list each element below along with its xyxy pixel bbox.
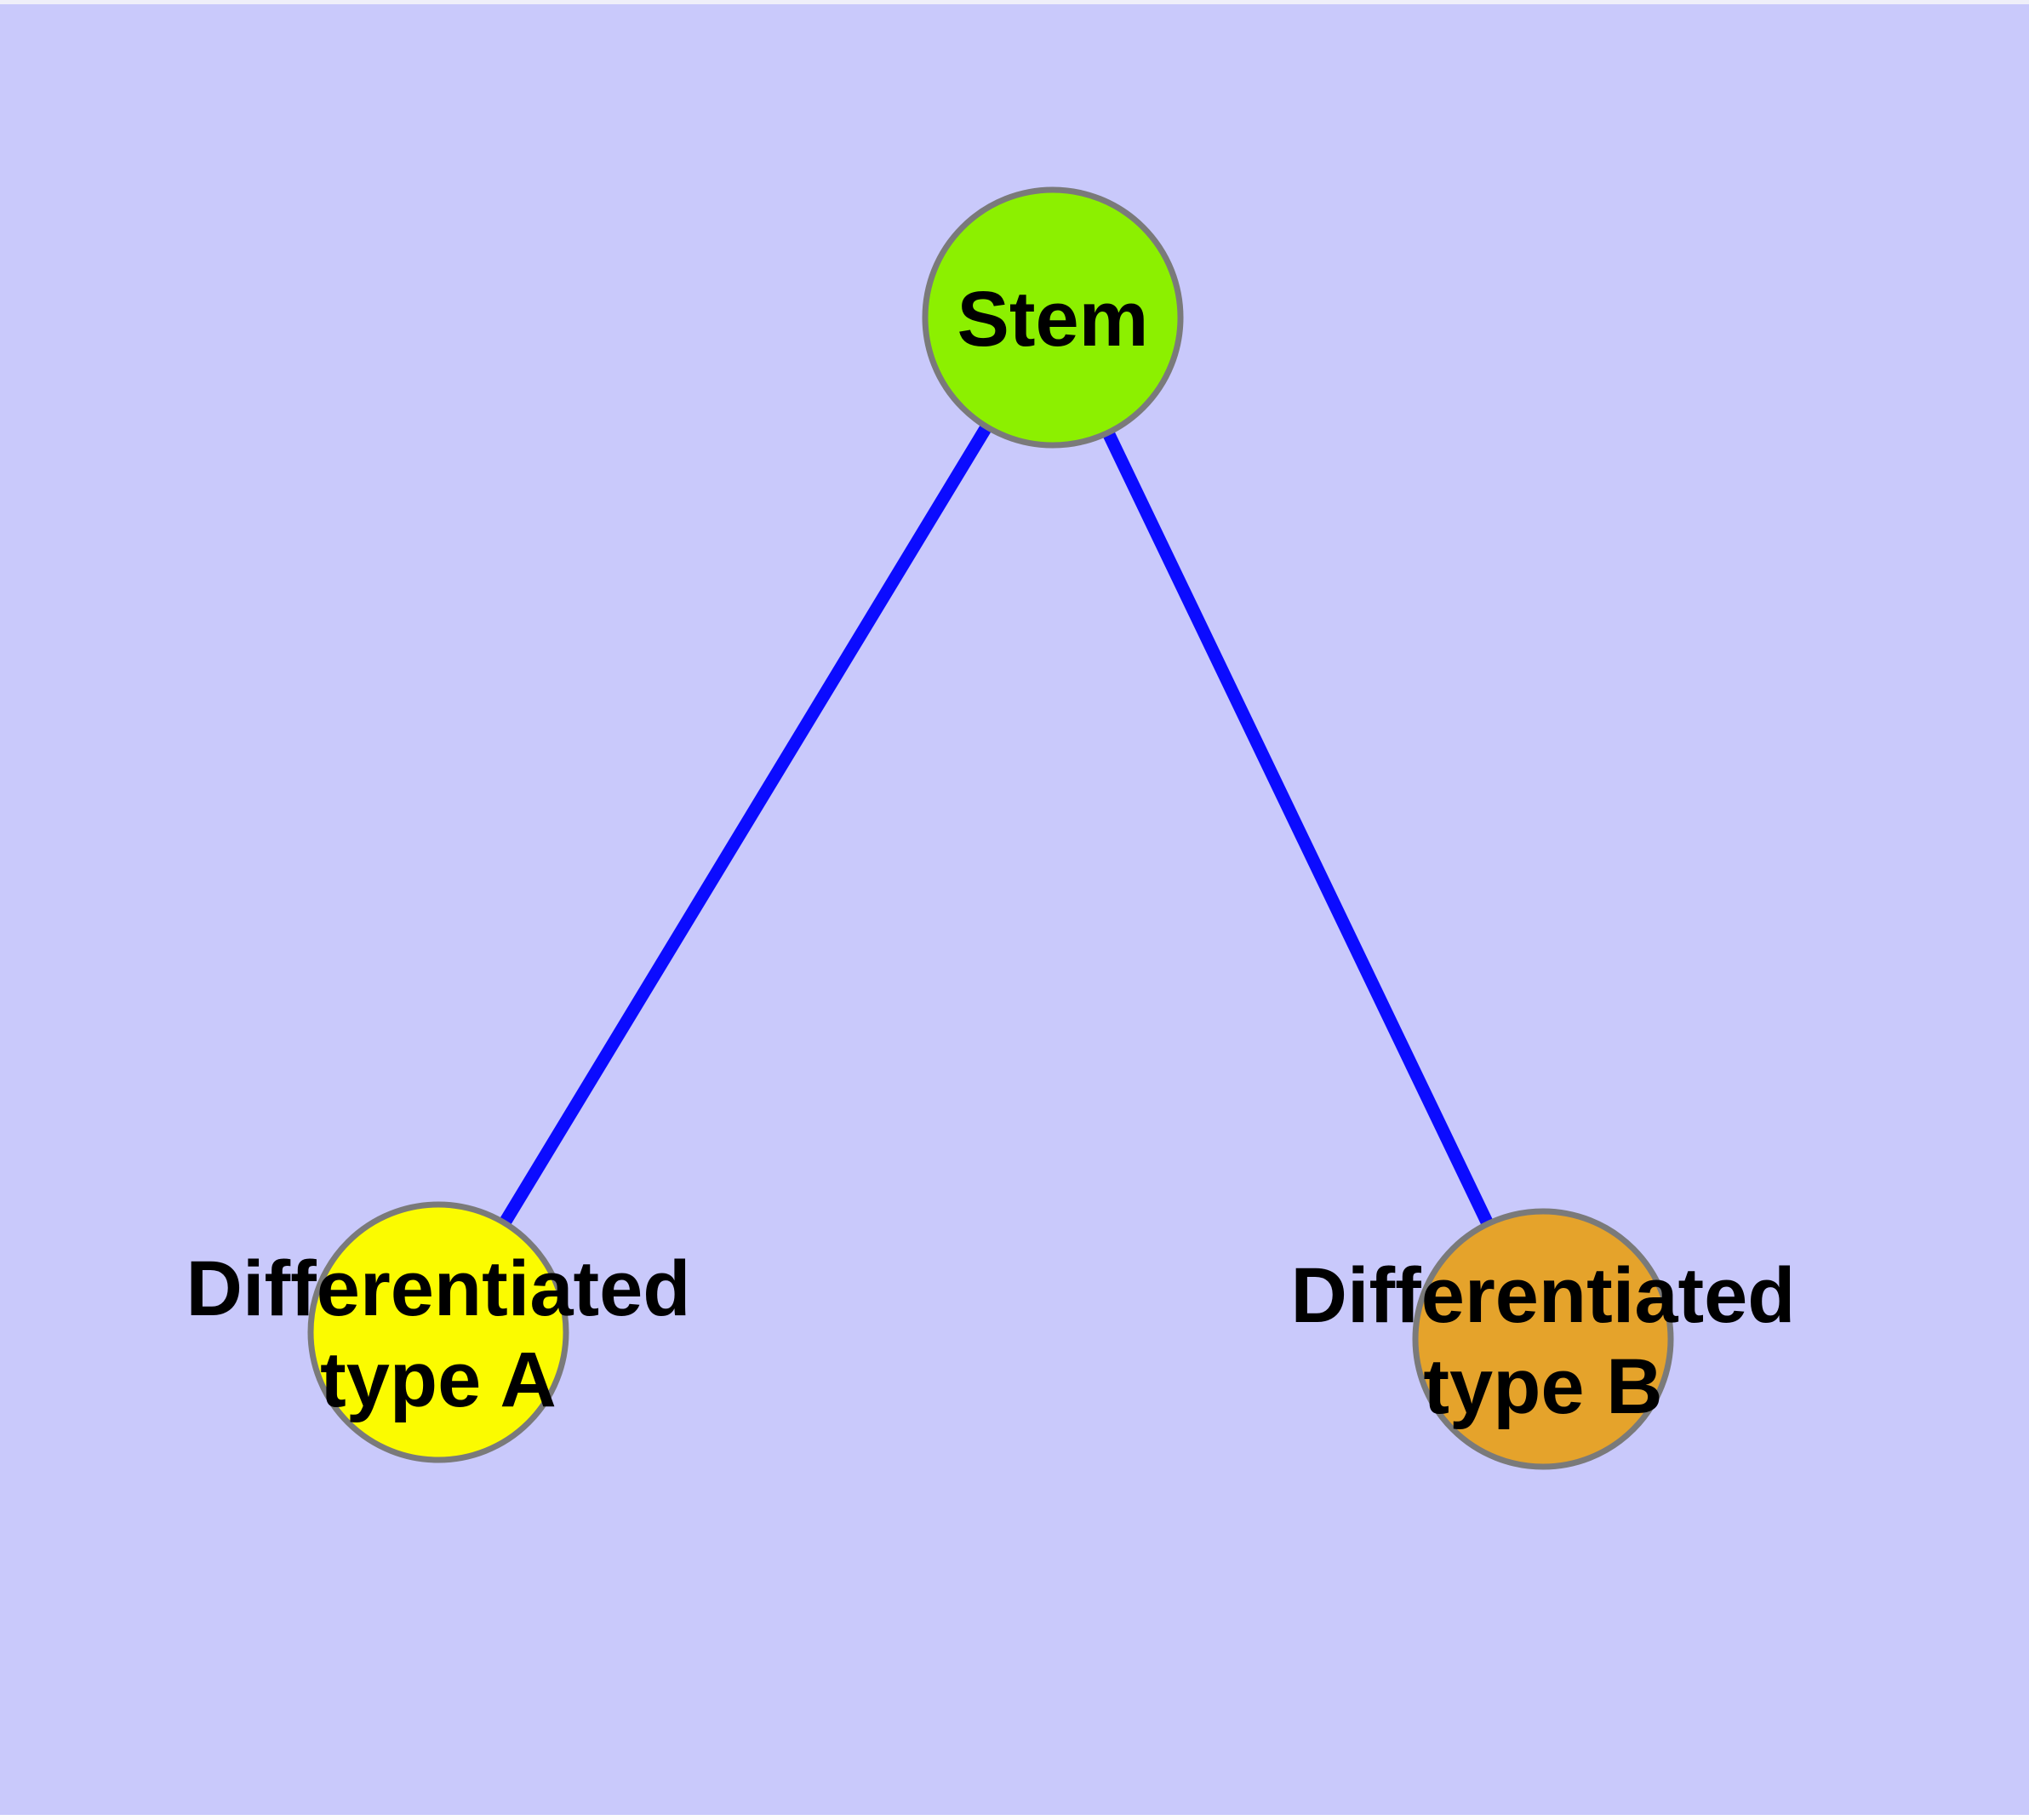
node-differentiated-type-b [1412, 1208, 1674, 1470]
node-type-b-label-line2: type B [1423, 1343, 1662, 1430]
edge-stem-to-type-a [432, 314, 1059, 1336]
node-stem-label: Stem [957, 276, 1149, 363]
node-type-b-label-line1: Differentiated [1291, 1252, 1796, 1339]
node-type-a-label-line1: Differentiated [186, 1245, 691, 1332]
node-type-a-label-line2: type A [320, 1336, 557, 1423]
canvas-bottom-edge [0, 1815, 2029, 1820]
node-stem [922, 186, 1184, 449]
node-differentiated-type-a [307, 1201, 569, 1463]
canvas-top-edge [0, 0, 2029, 4]
edge-stem-to-type-b [1047, 314, 1549, 1342]
